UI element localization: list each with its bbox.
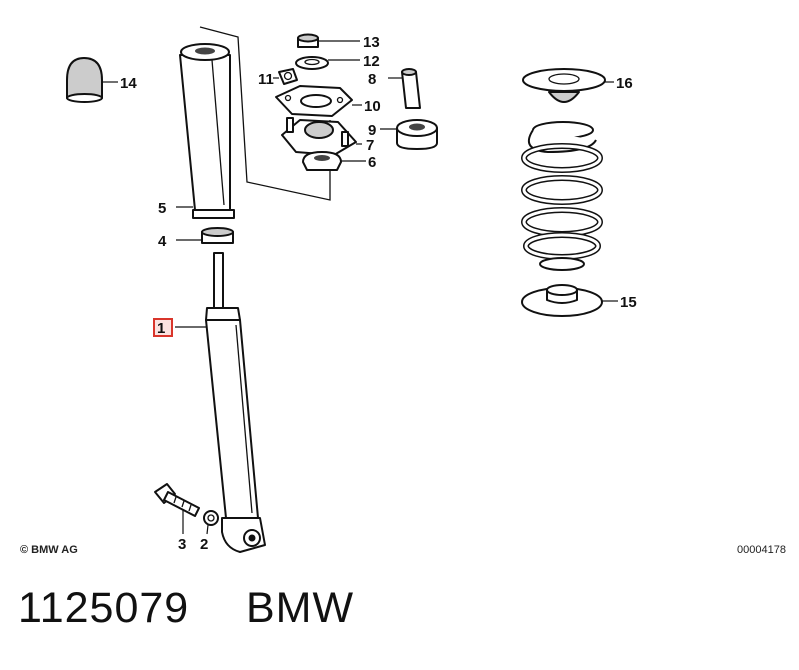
callout-16[interactable]: 16 [616, 75, 633, 92]
callout-5[interactable]: 5 [158, 200, 166, 217]
callout-2[interactable]: 2 [200, 536, 208, 553]
part-7-support-bearing [281, 117, 357, 156]
highlighted-callout-box [153, 318, 173, 337]
brand-name: BMW [246, 584, 355, 632]
part-8-sleeve [401, 68, 421, 109]
part-14-cap [66, 57, 103, 103]
part-11-nut [278, 68, 298, 85]
callout-7[interactable]: 7 [366, 137, 374, 154]
part-16-upper-spring-pad [522, 68, 606, 103]
callout-15[interactable]: 15 [620, 294, 637, 311]
callout-4[interactable]: 4 [158, 233, 167, 250]
part-9-rubber-bushing [396, 119, 438, 150]
callout-12[interactable]: 12 [363, 53, 380, 70]
assembly-guide-line [199, 26, 331, 201]
callout-1[interactable]: 1 [157, 320, 165, 337]
part-4-bump-stop [201, 227, 234, 244]
callout-leader-lines [102, 40, 618, 535]
copyright-label: © BMW AG [20, 544, 78, 556]
part-10-mounting-plate [275, 85, 353, 117]
callout-9[interactable]: 9 [368, 122, 376, 139]
callout-10[interactable]: 10 [364, 98, 381, 115]
callout-13[interactable]: 13 [363, 34, 380, 51]
part-15-lower-spring-pad [521, 284, 603, 317]
callout-8[interactable]: 8 [368, 71, 376, 88]
coil-spring [521, 121, 603, 271]
part-5-protective-tube [179, 43, 235, 219]
callout-3[interactable]: 3 [178, 536, 186, 553]
part-number: 1125079 [18, 584, 190, 632]
part-1-shock-absorber [205, 252, 266, 553]
drawing-number: 00004178 [737, 544, 786, 556]
part-3-bolt [154, 483, 200, 517]
part-2-washer [203, 510, 219, 526]
callout-11[interactable]: 11 [258, 71, 274, 88]
part-6-rubber-mount [302, 151, 342, 171]
part-12-washer [295, 56, 329, 70]
part-13-nut [297, 33, 319, 48]
callout-6[interactable]: 6 [368, 154, 376, 171]
callout-14[interactable]: 14 [120, 75, 137, 92]
